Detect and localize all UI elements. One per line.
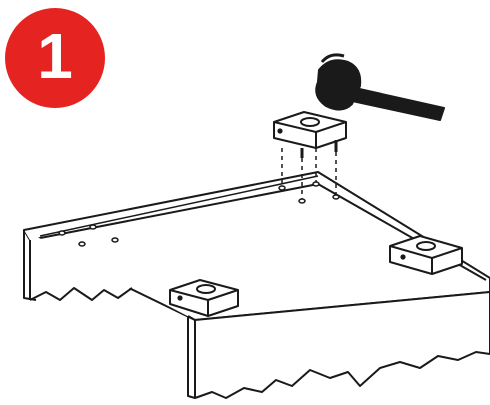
table-board (24, 172, 490, 398)
step-number: 1 (37, 20, 73, 92)
step-badge: 1 (5, 8, 105, 108)
mallet-icon (316, 55, 444, 120)
furniture-foot-pad-icon (274, 112, 346, 158)
